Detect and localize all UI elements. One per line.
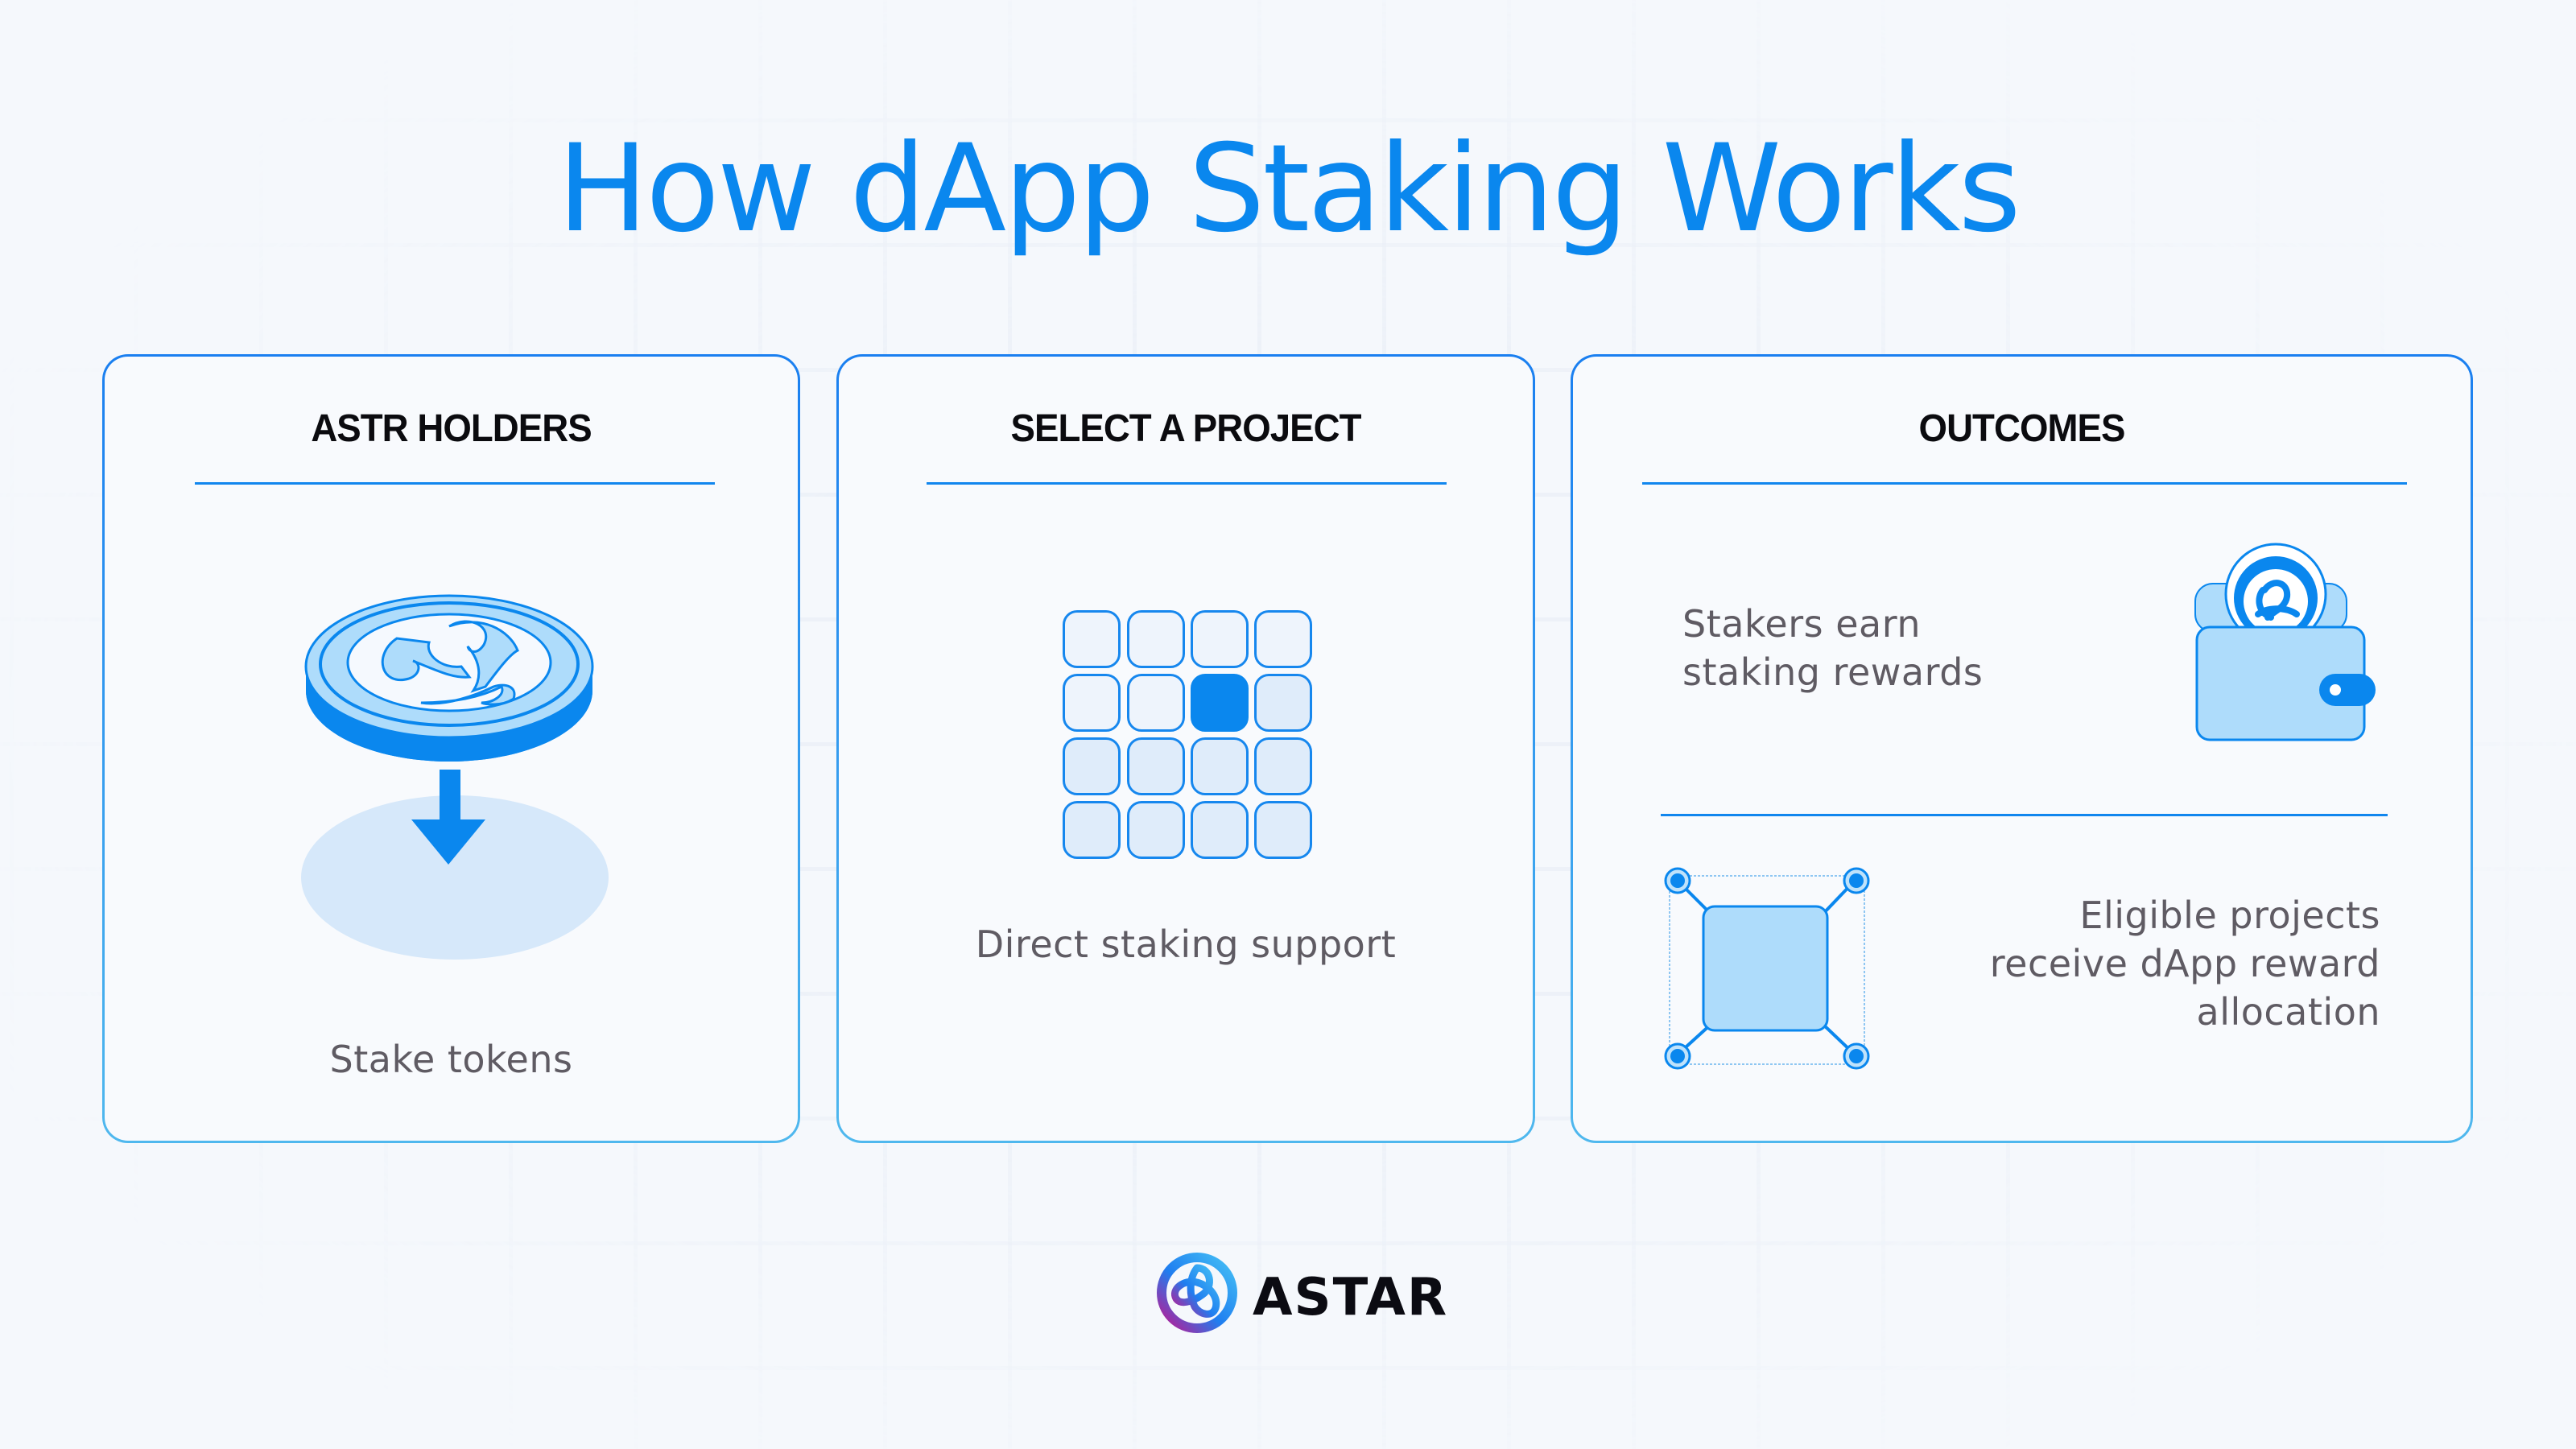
card-heading: ASTR HOLDERS [311,407,592,450]
astar-wordmark: ASTAR [1253,1268,1449,1327]
card-caption: Stake tokens [329,1038,573,1081]
outcome-divider [1661,814,2388,816]
card-select-project: SELECT A PROJECT Direct staking support [836,354,1535,1143]
project-tile[interactable] [1127,737,1185,795]
project-tile[interactable] [1063,801,1121,859]
wallet-coin-icon [2194,543,2376,741]
coin-stake-arrow-icon [301,594,609,960]
project-tile[interactable] [1127,801,1185,859]
card-divider [927,482,1447,485]
astar-logo-icon [1157,1253,1237,1333]
project-tile[interactable] [1063,737,1121,795]
project-tile[interactable] [1191,610,1249,668]
outcome-text: Stakers earn staking rewards [1682,602,1984,694]
project-tile[interactable] [1254,674,1312,732]
project-tile[interactable] [1063,610,1121,668]
project-tile[interactable] [1191,801,1249,859]
project-tile[interactable] [1254,610,1312,668]
outcome-text: Eligible projects receive dApp reward al… [1989,894,2380,1034]
card-heading: OUTCOMES [1918,407,2126,450]
project-tile[interactable] [1254,801,1312,859]
card-heading: SELECT A PROJECT [1010,407,1362,450]
card-divider [1642,482,2407,485]
page-title: How dApp Staking Works [557,119,2021,259]
node-square-icon [1664,867,1870,1070]
project-tile[interactable] [1127,674,1185,732]
card-caption: Direct staking support [975,923,1397,966]
project-tile[interactable] [1127,610,1185,668]
project-tile[interactable] [1254,737,1312,795]
project-grid-icon [1063,610,1314,861]
card-astr-holders: ASTR HOLDERS Stake tokens [102,354,800,1143]
card-divider [195,482,715,485]
project-tile[interactable] [1191,737,1249,795]
card-outcomes: OUTCOMES Stakers earn staking rewards [1571,354,2473,1143]
project-tile-selected[interactable] [1191,674,1249,732]
project-tile[interactable] [1063,674,1121,732]
